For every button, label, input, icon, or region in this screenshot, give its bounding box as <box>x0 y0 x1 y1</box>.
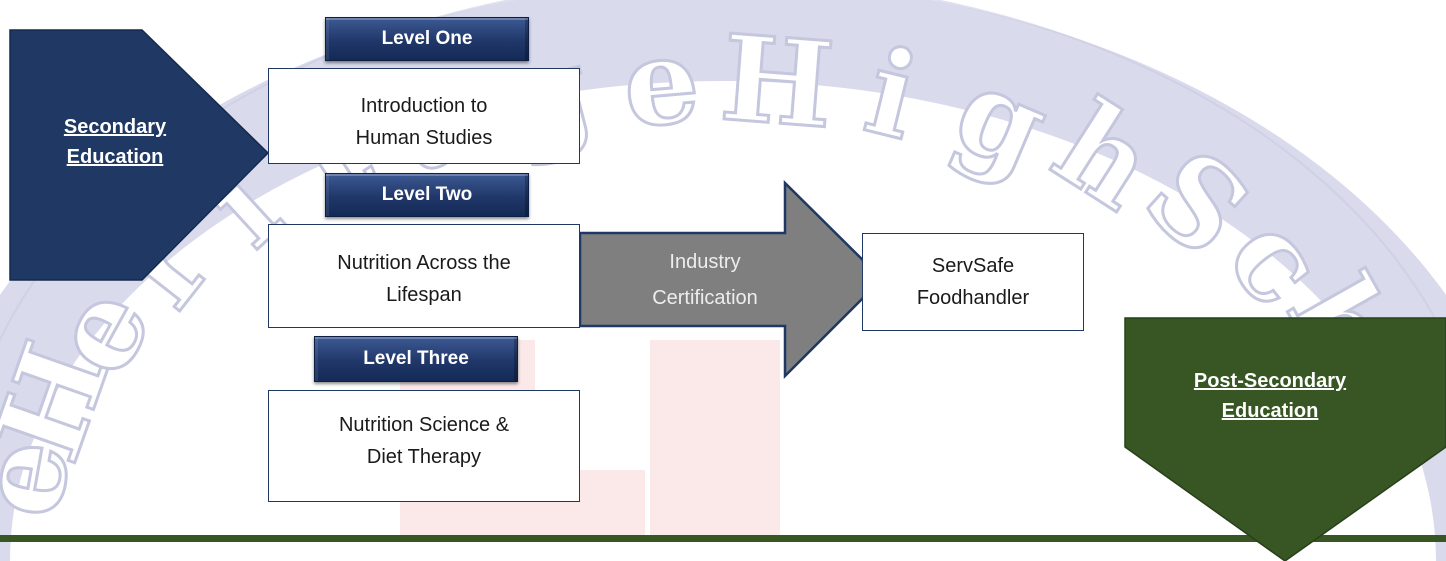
industry-certification-line2: Certification <box>652 287 758 309</box>
level-one-course-line1: Introduction to <box>360 95 488 117</box>
industry-certification-label: Industry Certification <box>610 244 800 316</box>
watermark-letter: H <box>716 8 838 155</box>
level-three-course-line1: Nutrition Science & <box>338 414 510 436</box>
servsafe-line1: ServSafe <box>931 255 1015 277</box>
watermark-letter: e <box>618 9 705 154</box>
level-one-badge: Level One <box>325 17 529 61</box>
servsafe-line2: Foodhandler <box>916 287 1030 309</box>
watermark-red-block-right <box>650 340 780 540</box>
level-three-badge: Level Three <box>314 336 518 382</box>
level-one-course-box: Introduction to Human Studies <box>268 68 580 164</box>
level-two-badge: Level Two <box>325 173 529 217</box>
post-secondary-education-label: Post-Secondary Education <box>1150 366 1390 426</box>
servsafe-certification-box: ServSafe Foodhandler <box>862 233 1084 331</box>
secondary-education-label-line1: Secondary <box>63 116 167 138</box>
secondary-education-label: Secondary Education <box>20 112 210 172</box>
level-one-course-line2: Human Studies <box>355 127 493 149</box>
bottom-green-line <box>0 535 1446 542</box>
industry-certification-line1: Industry <box>669 251 741 273</box>
post-secondary-label-line2: Education <box>1221 400 1319 422</box>
post-secondary-label-line1: Post-Secondary <box>1193 370 1347 392</box>
secondary-education-label-line2: Education <box>66 146 164 168</box>
level-two-course-line1: Nutrition Across the <box>337 252 511 274</box>
level-two-course-line2: Lifespan <box>386 284 462 306</box>
level-three-course-line2: Diet Therapy <box>366 446 482 468</box>
level-three-course-box: Nutrition Science & Diet Therapy <box>268 390 580 502</box>
level-two-course-box: Nutrition Across the Lifespan <box>268 224 580 328</box>
